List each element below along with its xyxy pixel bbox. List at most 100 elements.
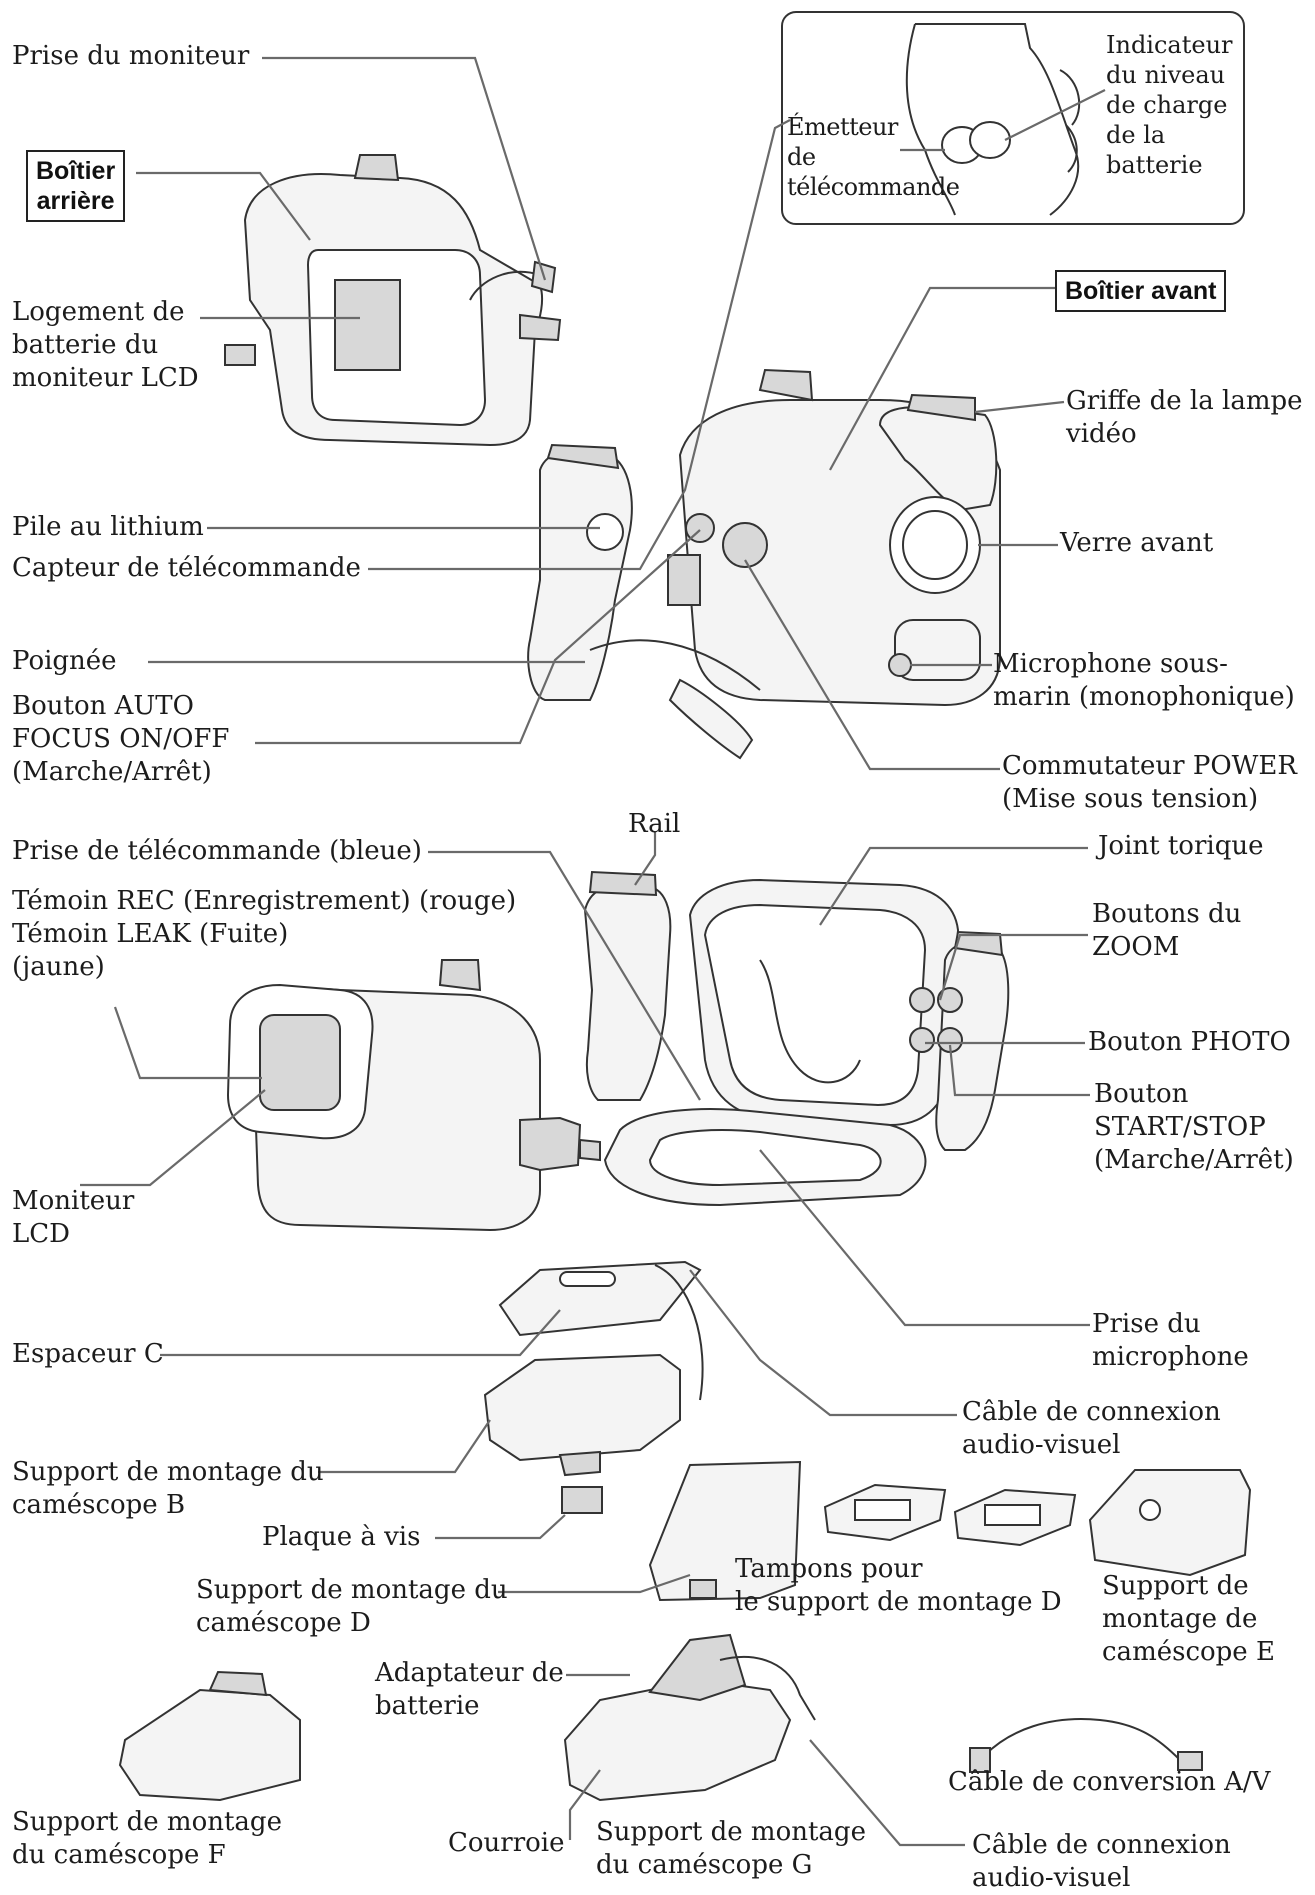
label-remote-emitter: Émetteur de télécommande bbox=[787, 113, 960, 201]
leader-remote-jack bbox=[428, 850, 701, 1101]
label-mount-e: Support de montage de caméscope E bbox=[1102, 1571, 1275, 1667]
rear-battery-compartment bbox=[334, 279, 401, 371]
av-conversion-plug-1 bbox=[969, 1747, 991, 1773]
inset-grip-outline bbox=[905, 23, 1080, 216]
leader-monitor-jack bbox=[262, 56, 547, 281]
av-conversion-plug-2 bbox=[1177, 1751, 1203, 1771]
open-housing-inner-cable bbox=[759, 959, 861, 1084]
label-remote-sensor: Capteur de télécommande bbox=[12, 553, 361, 583]
leader-o-ring bbox=[819, 846, 1088, 926]
label-front-glass: Verre avant bbox=[1060, 528, 1214, 558]
rear-housing-heading: Boîtier arrière bbox=[26, 150, 126, 222]
pad-1-hole bbox=[854, 1499, 911, 1521]
rear-housing-top-latch bbox=[353, 154, 400, 182]
leader-av-cable-1 bbox=[689, 1269, 957, 1417]
label-mount-b: Support de montage du caméscope B bbox=[12, 1457, 324, 1520]
battery-adapter bbox=[648, 1633, 747, 1702]
label-pads-d: Tampons pour le support de montage D bbox=[735, 1554, 1062, 1617]
front-lithium-battery-cap bbox=[586, 513, 624, 551]
leader-spacer-c bbox=[160, 1309, 561, 1357]
rear-housing-left-clip bbox=[224, 344, 256, 366]
inset-grip-bump-2 bbox=[1065, 124, 1078, 173]
front-housing-body bbox=[678, 399, 1001, 707]
label-power-switch: Commutateur POWER (Mise sous tension) bbox=[1002, 751, 1297, 814]
lcd-monitor-latch bbox=[438, 959, 482, 992]
label-zoom-buttons: Boutons du ZOOM bbox=[1092, 899, 1242, 962]
leader-screw-plate bbox=[435, 1514, 566, 1540]
label-underwater-mic: Microphone sous- marin (monophonique) bbox=[993, 649, 1295, 712]
label-screw-plate: Plaque à vis bbox=[262, 1522, 421, 1552]
leader-front-housing bbox=[829, 286, 1055, 471]
label-strap: Courroie bbox=[448, 1828, 565, 1858]
leader-lines bbox=[80, 56, 1106, 1847]
front-base-bar bbox=[589, 639, 761, 691]
leader-zoom bbox=[938, 933, 1088, 1001]
label-spacer-c: Espaceur C bbox=[12, 1339, 164, 1369]
label-mount-f: Support de montage du caméscope F bbox=[12, 1807, 282, 1870]
label-mount-g: Support de montage du caméscope G bbox=[596, 1817, 866, 1880]
rear-housing-right-clip bbox=[519, 313, 562, 342]
open-housing-rail bbox=[583, 883, 672, 1101]
zoom-button-2 bbox=[937, 987, 963, 1013]
leader-rec-leak bbox=[113, 1006, 262, 1080]
leader-power-switch bbox=[744, 559, 1000, 771]
label-rec-leak-lamps: Témoin REC (Enregistrement) (rouge) Témo… bbox=[12, 886, 517, 982]
front-housing-heading: Boîtier avant bbox=[1055, 270, 1227, 312]
leader-lcd-monitor bbox=[80, 1089, 266, 1187]
mount-b-foot bbox=[558, 1450, 601, 1477]
label-auto-focus-button: Bouton AUTO FOCUS ON/OFF (Marche/Arrêt) bbox=[12, 691, 230, 787]
lcd-monitor-side-clip bbox=[519, 1116, 582, 1172]
spacer-c-slot bbox=[559, 1271, 616, 1287]
label-video-light-shoe: Griffe de la lampe vidéo bbox=[1066, 386, 1303, 449]
label-battery-adapter: Adaptateur de batterie bbox=[375, 1658, 564, 1721]
front-housing-light-shoe bbox=[906, 393, 976, 422]
leader-mount-d bbox=[498, 1573, 691, 1594]
av-conversion-cable bbox=[984, 1718, 1181, 1761]
mount-e-hole bbox=[1139, 1499, 1161, 1521]
mount-g bbox=[563, 1678, 792, 1802]
photo-button-knob bbox=[909, 1027, 935, 1053]
leader-rear-housing bbox=[136, 171, 311, 241]
lcd-monitor-strap bbox=[579, 1138, 601, 1162]
label-photo-button: Bouton PHOTO bbox=[1088, 1027, 1291, 1057]
front-glass-inner bbox=[902, 510, 968, 580]
o-ring-seal bbox=[703, 903, 927, 1107]
label-rail: Rail bbox=[628, 809, 681, 839]
zoom-button-1 bbox=[909, 987, 935, 1013]
front-housing-shoe bbox=[758, 368, 814, 402]
pad-2-hole bbox=[984, 1504, 1041, 1526]
front-mic-port bbox=[888, 653, 912, 677]
lcd-monitor-screen bbox=[259, 1014, 341, 1111]
screw-plate bbox=[561, 1486, 603, 1514]
label-mic-jack: Prise du microphone bbox=[1092, 1309, 1249, 1372]
label-battery-level-indicator: Indicateur du niveau de charge de la bat… bbox=[1106, 31, 1233, 179]
spacer-c-cable bbox=[654, 1264, 704, 1401]
leader-battery-indicator bbox=[1004, 89, 1106, 141]
label-av-conversion-cable: Câble de conversion A/V bbox=[948, 1767, 1271, 1797]
leader-rail bbox=[634, 832, 657, 886]
mount-f bbox=[118, 1688, 301, 1802]
leader-auto-focus bbox=[255, 529, 701, 745]
label-monitor-jack: Prise du moniteur bbox=[12, 41, 250, 71]
label-mount-d: Support de montage du caméscope D bbox=[196, 1575, 508, 1638]
mount-b bbox=[483, 1353, 681, 1462]
label-start-stop-button: Bouton START/STOP (Marche/Arrêt) bbox=[1094, 1079, 1294, 1175]
label-lcd-battery-slot: Logement de batterie du moniteur LCD bbox=[12, 297, 199, 393]
front-power-switch bbox=[722, 522, 768, 568]
mount-d bbox=[648, 1460, 802, 1602]
front-mic-panel bbox=[894, 619, 981, 681]
front-remote-sensor-window bbox=[667, 554, 701, 606]
leader-light-shoe bbox=[974, 400, 1065, 414]
spacer-c bbox=[498, 1260, 702, 1337]
label-lithium-battery: Pile au lithium bbox=[12, 512, 204, 542]
mount-d-screw bbox=[689, 1579, 717, 1599]
leader-mic-jack bbox=[759, 1149, 1090, 1327]
leader-remote-sensor bbox=[368, 119, 791, 571]
mount-e bbox=[1088, 1469, 1252, 1577]
leader-strap bbox=[568, 1769, 601, 1840]
label-remote-jack: Prise de télécommande (bleue) bbox=[12, 836, 422, 866]
open-housing-rail-shoe bbox=[588, 870, 658, 897]
front-stand-handle bbox=[668, 678, 754, 760]
